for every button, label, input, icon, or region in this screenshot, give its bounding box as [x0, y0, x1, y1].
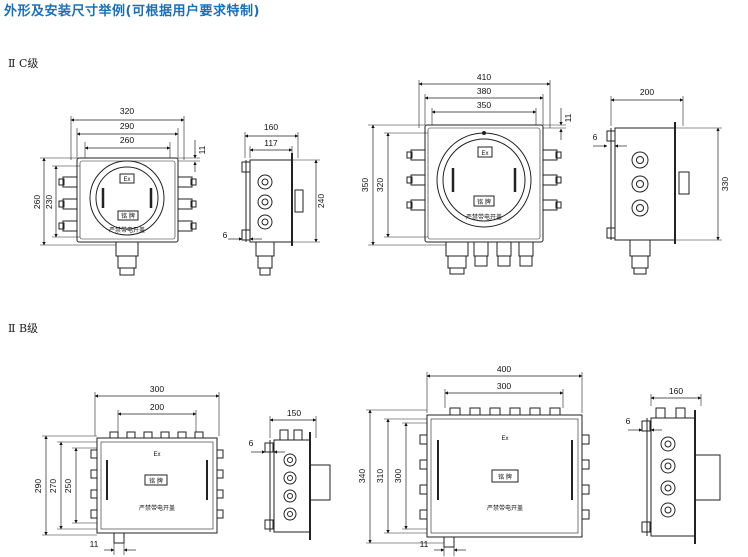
nameplate-label: 铭 牌 [149, 477, 163, 485]
dim-label: 230 [44, 195, 54, 209]
dim-label: 410 [477, 72, 491, 82]
nameplate-label: 铭 牌 [477, 198, 491, 206]
dim-label: 290 [120, 121, 134, 131]
warning-label: 严禁带电开盖 [487, 504, 523, 512]
drawing-labels: 320 290 260 260 230 11 Ex 铭 牌 严禁带电开盖 160… [32, 72, 730, 549]
iib-large-side-view [628, 394, 721, 544]
iic-small-front-view [40, 116, 200, 276]
dim-label: 380 [477, 86, 491, 96]
iib-small-side-view [251, 416, 331, 540]
dim-label: 11 [563, 113, 573, 122]
dim-label: 160 [264, 122, 278, 132]
dim-label: 200 [150, 402, 164, 412]
dim-label: 350 [477, 100, 491, 110]
dim-label: 11 [90, 539, 99, 549]
dim-label: 400 [497, 364, 511, 374]
dim-label: 240 [316, 194, 326, 208]
dim-label: 6 [626, 416, 631, 426]
warning-label: 严禁带电开盖 [109, 226, 145, 234]
page-title: 外形及安装尺寸举例(可根据用户要求特制) [4, 4, 260, 19]
dim-label: 6 [223, 230, 228, 240]
section-label-iic: Ⅱ C级 [8, 57, 39, 70]
ex-mark: Ex [123, 177, 130, 183]
nameplate-label: 铭 牌 [121, 212, 135, 220]
dim-label: 330 [720, 177, 730, 191]
dim-label: 6 [593, 132, 598, 142]
dim-label: 200 [640, 87, 654, 97]
dim-label: 320 [375, 178, 385, 192]
iib-small-front-view [42, 392, 224, 555]
dim-label: 300 [150, 384, 164, 394]
ex-mark: Ex [501, 436, 508, 442]
iic-small-side-view [228, 132, 320, 276]
iic-large-side-view [593, 96, 722, 275]
dim-label: 117 [264, 138, 278, 148]
dim-label: 300 [393, 469, 403, 483]
dim-label: 260 [120, 135, 134, 145]
dim-label: 340 [357, 469, 367, 483]
dim-label: 150 [287, 408, 301, 418]
iic-large-front-view [368, 80, 566, 275]
dim-label: 6 [249, 438, 254, 448]
dim-label: 320 [120, 106, 134, 116]
dim-label: 270 [48, 479, 58, 493]
iic-small-window-ring [89, 160, 165, 236]
dim-label: 250 [63, 479, 73, 493]
dim-label: 260 [32, 195, 42, 209]
iib-large-front-view [366, 372, 590, 556]
warning-label: 严禁带电开盖 [466, 213, 502, 221]
dim-label: 310 [375, 469, 385, 483]
ex-mark: Ex [153, 452, 160, 458]
dim-label: 160 [669, 386, 683, 396]
warning-label: 严禁带电开盖 [139, 504, 175, 512]
dim-label: 350 [360, 178, 370, 192]
section-label-iib: Ⅱ B级 [8, 322, 39, 335]
nameplate-label: 铭 牌 [498, 473, 512, 481]
dim-label: 11 [197, 145, 207, 154]
dim-label: 290 [33, 479, 43, 493]
ex-mark: Ex [481, 151, 488, 157]
dim-label: 300 [497, 381, 511, 391]
dim-label: 11 [420, 539, 429, 549]
